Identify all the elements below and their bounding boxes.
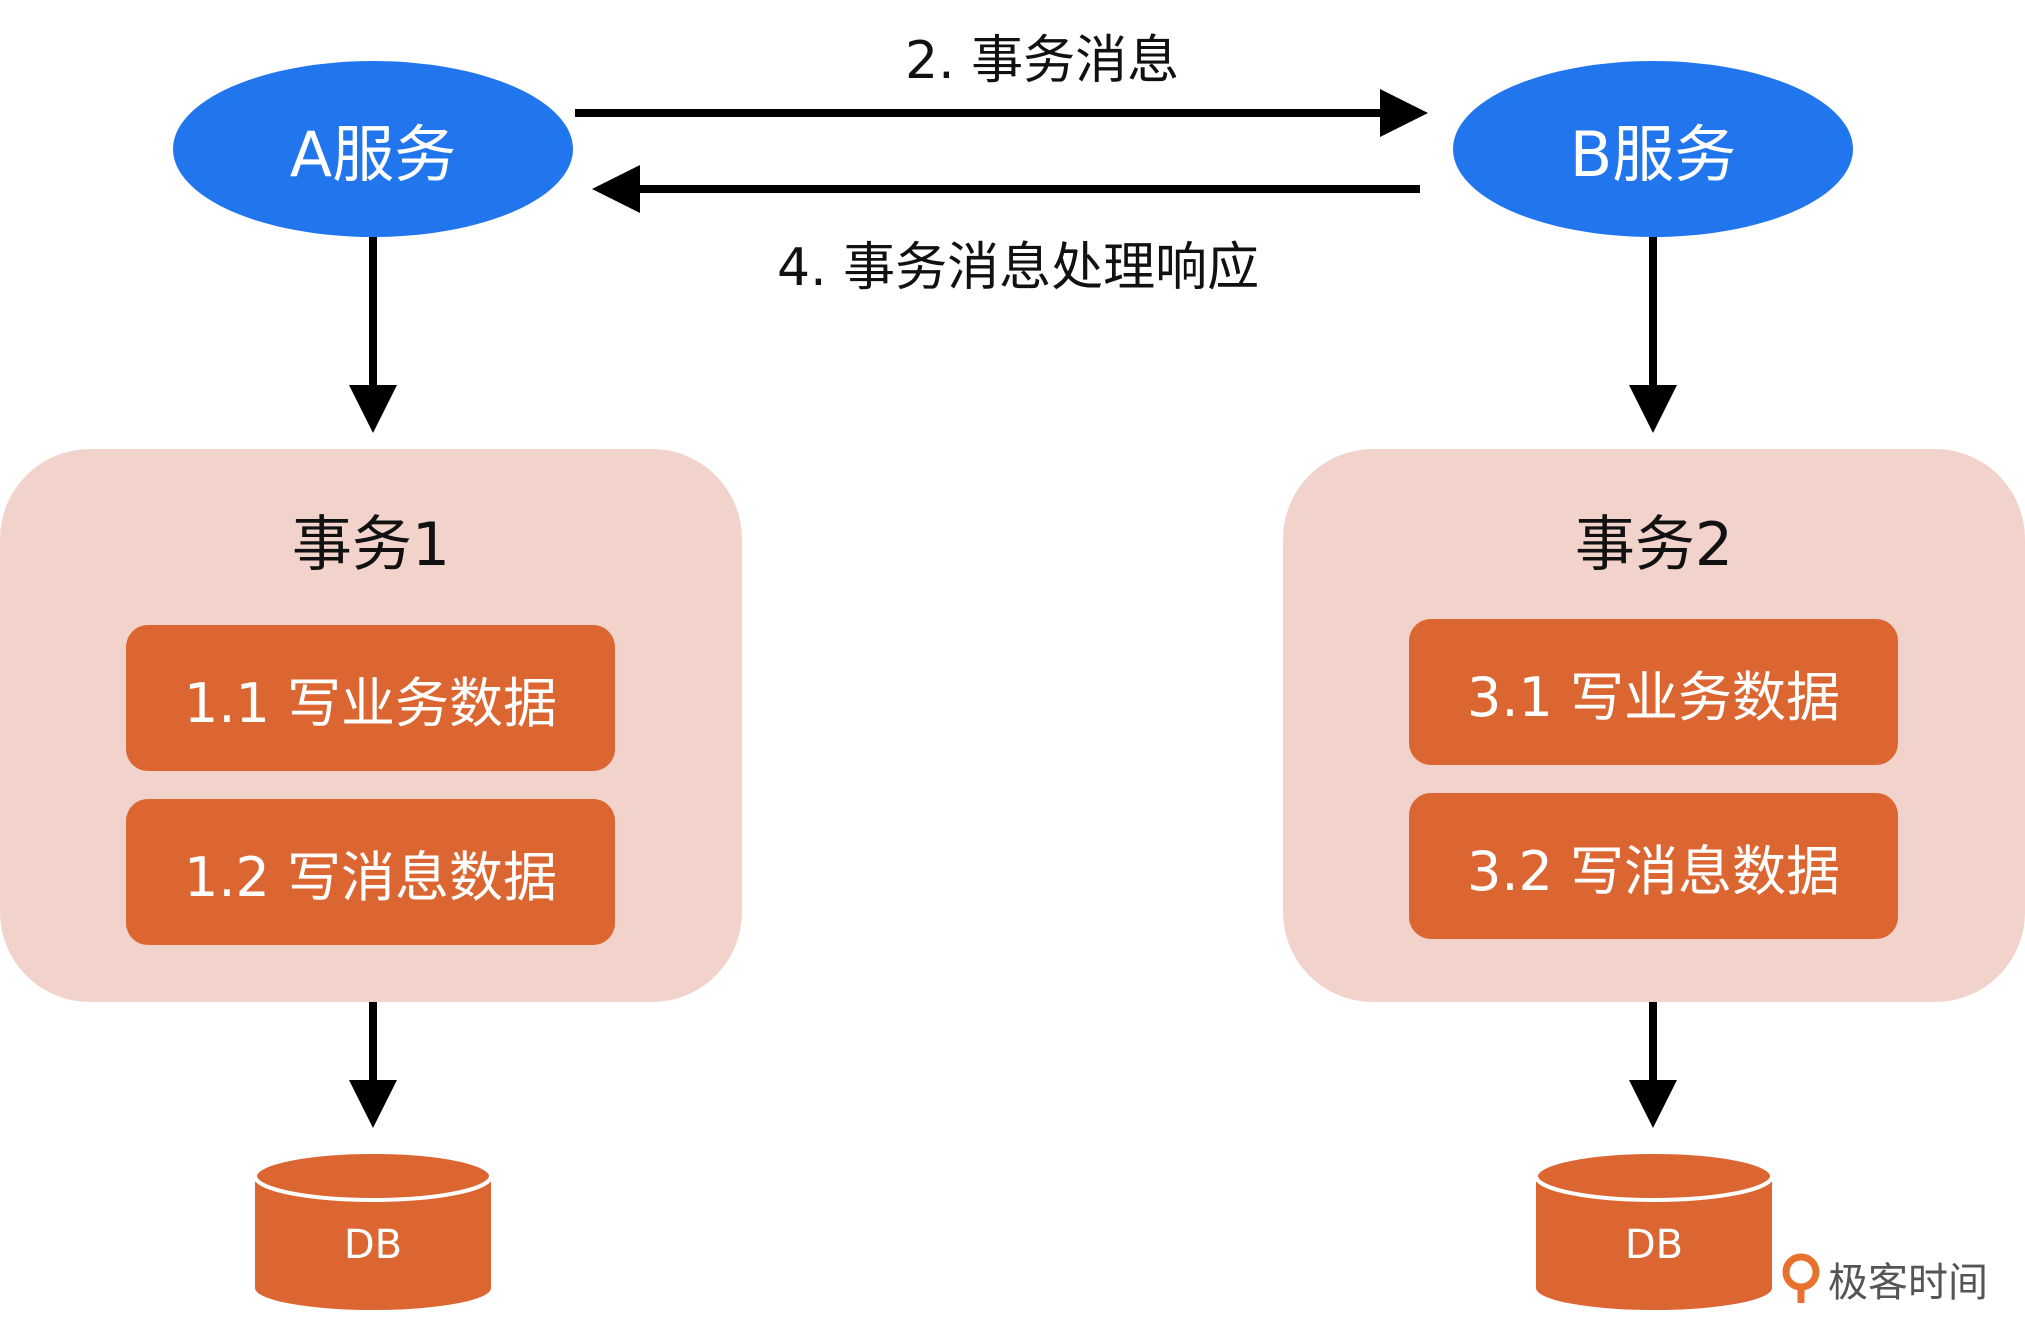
transaction-1-step-1: 1.1 写业务数据	[126, 625, 615, 771]
service-b-label: B服务	[1569, 118, 1737, 191]
transaction-1-title: 事务1	[291, 510, 451, 580]
brand-watermark: 极客时间	[1780, 1250, 1988, 1308]
transaction-2: 事务2 3.1 写业务数据 3.2 写消息数据	[1283, 449, 2025, 1002]
transaction-2-step-2: 3.2 写消息数据	[1409, 793, 1898, 939]
transaction-2-title: 事务2	[1574, 510, 1734, 580]
transaction-message-label: 2. 事务消息	[905, 31, 1180, 91]
database-1-label: DB	[343, 1222, 403, 1268]
service-b: B服务	[1453, 61, 1853, 237]
response-label: 4. 事务消息处理响应	[777, 238, 1260, 298]
database-2-label: DB	[1624, 1222, 1684, 1268]
transaction-1: 事务1 1.1 写业务数据 1.2 写消息数据	[0, 449, 742, 1002]
transaction-1-step-2: 1.2 写消息数据	[126, 799, 615, 945]
brand-text: 极客时间	[1828, 1260, 1988, 1306]
transaction-2-step-1: 3.1 写业务数据	[1409, 619, 1898, 765]
service-a: A服务	[173, 61, 573, 237]
database-2	[1534, 1150, 1774, 1310]
database-1	[253, 1150, 493, 1310]
brand-logo-icon	[1782, 1253, 1820, 1303]
service-a-label: A服务	[289, 118, 457, 191]
